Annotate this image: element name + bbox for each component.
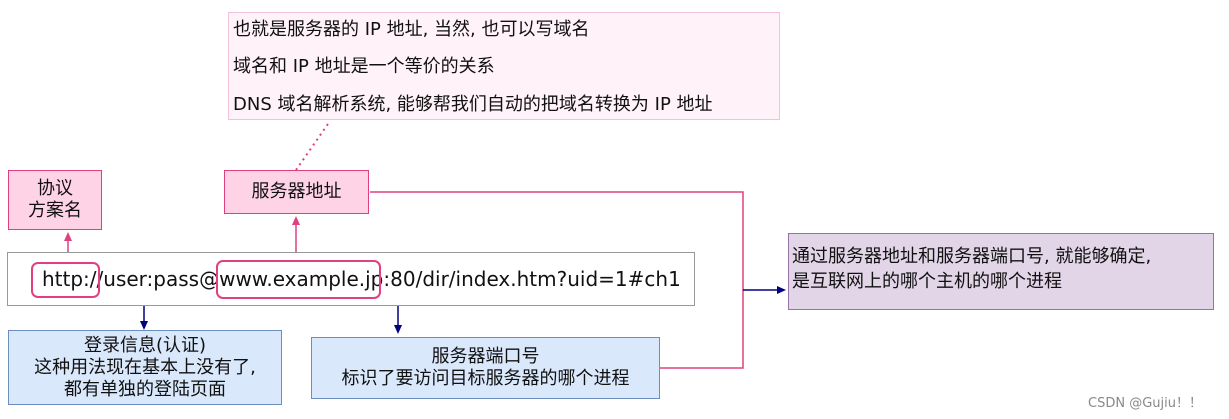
note-line-3: DNS 域名解析系统, 能够帮我们自动的把域名转换为 IP 地址 <box>233 94 713 115</box>
login-info-box: 登录信息(认证) 这种用法现在基本上没有了, 都有单独的登陆页面 <box>8 330 282 405</box>
url-scheme: http:// <box>42 267 104 291</box>
login-line-1: 登录信息(认证) <box>83 334 207 356</box>
summary-box: 通过服务器地址和服务器端口号, 就能够确定, 是互联网上的哪个主机的哪个进程 <box>788 233 1214 310</box>
server-port-box: 服务器端口号 标识了要访问目标服务器的哪个进程 <box>311 337 660 399</box>
url-text: http://user:pass@www.example.jp:80/dir/i… <box>42 266 681 292</box>
url-auth: user:pass <box>103 267 200 291</box>
note-dotted-link <box>295 120 331 171</box>
server-address-label: 服务器地址 <box>251 181 342 202</box>
server-address-box: 服务器地址 <box>224 170 369 214</box>
protocol-scheme-box: 协议 方案名 <box>8 170 102 230</box>
csdn-watermark: CSDN @Gujiu！！ <box>1088 396 1202 411</box>
note-line-1: 也就是服务器的 IP 地址, 当然, 也可以写域名 <box>233 19 590 40</box>
url-colon: : <box>383 267 391 291</box>
host-highlight <box>216 260 381 299</box>
protocol-line-1: 协议 <box>37 178 73 199</box>
summary-line-1: 通过服务器地址和服务器端口号, 就能够确定, <box>792 246 1152 267</box>
url-host: www.example.jp <box>219 267 384 291</box>
server-to-summary-line <box>370 191 744 290</box>
protocol-line-2: 方案名 <box>28 200 82 221</box>
summary-line-2: 是互联网上的哪个主机的哪个进程 <box>792 271 1062 292</box>
login-line-3: 都有单独的登陆页面 <box>64 378 226 400</box>
url-at: @ <box>199 267 220 291</box>
port-line-1: 服务器端口号 <box>431 346 540 367</box>
scheme-highlight <box>31 262 100 298</box>
url-port: 80 <box>390 267 416 291</box>
url-path: /dir/index.htm?uid=1#ch1 <box>415 267 681 291</box>
port-line-2: 标识了要访问目标服务器的哪个进程 <box>341 368 630 389</box>
port-to-summary-line <box>660 290 744 369</box>
login-line-2: 这种用法现在基本上没有了, <box>34 356 256 378</box>
note-line-2: 域名和 IP 地址是一个等价的关系 <box>233 56 495 77</box>
ip-address-note: 也就是服务器的 IP 地址, 当然, 也可以写域名 域名和 IP 地址是一个等价… <box>228 12 780 120</box>
